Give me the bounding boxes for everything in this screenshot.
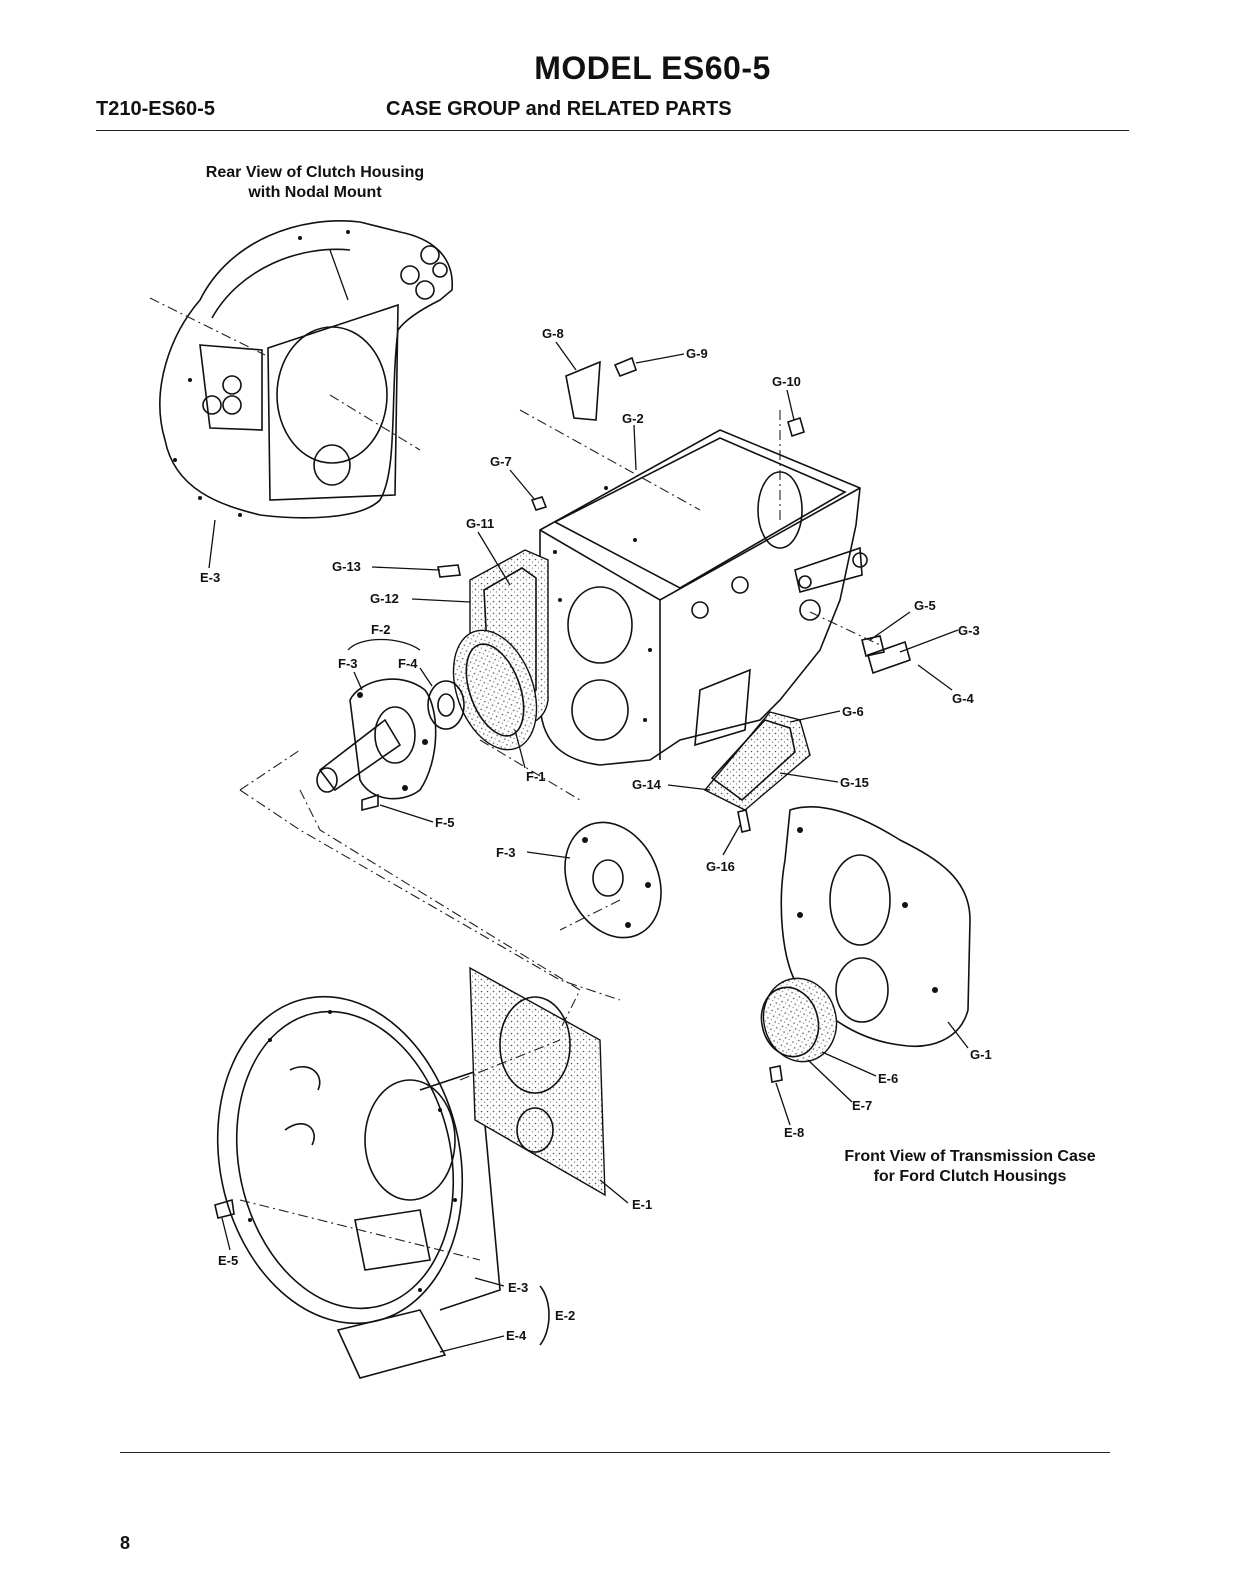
gasket-e1-drawing (469, 966, 606, 1197)
header-rule (96, 130, 1129, 131)
callout-f4: F-4 (398, 656, 418, 671)
callout-g2: G-2 (622, 411, 644, 426)
bolt-f5-drawing (361, 793, 379, 812)
bolt-e8-drawing (769, 1065, 783, 1083)
callout-g3: G-3 (958, 623, 980, 638)
callout-e8: E-8 (784, 1125, 804, 1140)
bearing-retainer-f3-lower-drawing (564, 821, 662, 939)
callout-e1: E-1 (632, 1197, 652, 1212)
callout-e3-lower: E-3 (508, 1280, 528, 1295)
callout-g9: G-9 (686, 346, 708, 361)
front-view-caption: Front View of Transmission Case for Ford… (820, 1147, 1120, 1187)
seal-f4-drawing (427, 680, 465, 730)
callout-g16: G-16 (706, 859, 735, 874)
assembly-lines (239, 739, 621, 1261)
rear-view-caption-line1: Rear View of Clutch Housing (205, 164, 425, 181)
callout-g14: G-14 (632, 777, 662, 792)
callout-e6: E-6 (878, 1071, 898, 1086)
rear-view-caption: Rear View of Clutch Housing with Nodal M… (170, 163, 460, 203)
callout-g5: G-5 (914, 598, 936, 613)
gasket-g15-drawing (703, 711, 811, 811)
model-title: MODEL ES60-5 (534, 50, 771, 86)
callout-g15: G-15 (840, 775, 869, 790)
bolt-g13-drawing (437, 564, 461, 578)
callout-e2: E-2 (555, 1308, 575, 1323)
front-view-caption-line1: Front View of Transmission Case (844, 1148, 1096, 1165)
bolt-g9-drawing (613, 356, 638, 378)
rear-view-caption-line2: with Nodal Mount (248, 184, 382, 201)
transmission-case-drawing (519, 409, 881, 766)
cover-g14-drawing (710, 719, 796, 802)
footer-rule (120, 1452, 1110, 1453)
bolt-g16-drawing (737, 809, 751, 833)
callout-f5: F-5 (435, 815, 455, 830)
doc-number: T210-ES60-5 (96, 98, 215, 120)
callout-g6: G-6 (842, 704, 864, 719)
callout-g7: G-7 (490, 454, 512, 469)
gasket-f1-drawing (452, 629, 538, 751)
callout-e4: E-4 (506, 1328, 527, 1343)
callout-labels: G-8 G-9 G-10 G-2 G-7 G-11 G-13 E-3 G-12 … (200, 326, 992, 1343)
plate-e4-drawing (336, 1309, 447, 1379)
plate-g8-drawing (565, 360, 601, 421)
bolt-e5-drawing (214, 1198, 235, 1219)
plate-g3-drawing (867, 640, 911, 675)
rear-clutch-housing-drawing (149, 220, 453, 519)
callout-f3-lower: F-3 (496, 845, 516, 860)
callout-e3-upper: E-3 (200, 570, 220, 585)
callout-f2: F-2 (371, 622, 391, 637)
callout-g11: G-11 (466, 516, 494, 531)
callout-g13: G-13 (332, 559, 361, 574)
callout-e7: E-7 (852, 1098, 872, 1113)
cover-e6-drawing (760, 977, 838, 1063)
callout-g1: G-1 (970, 1047, 992, 1062)
plug-g10-drawing (787, 416, 805, 438)
bearing-retainer-f3-drawing (316, 678, 437, 800)
section-title: CASE GROUP and RELATED PARTS (386, 98, 732, 120)
page-number: 8 (120, 1533, 131, 1553)
leader-lines (208, 341, 969, 1353)
front-view-caption-line2: for Ford Clutch Housings (873, 1168, 1067, 1185)
callout-g12: G-12 (370, 591, 399, 606)
bolt-g7-drawing (530, 496, 548, 511)
callout-f1: F-1 (526, 769, 546, 784)
callout-f3-upper: F-3 (338, 656, 358, 671)
front-case-g1-drawing (780, 806, 971, 1047)
callout-g4: G-4 (952, 691, 974, 706)
callout-g8: G-8 (542, 326, 564, 341)
lower-clutch-housing-drawing (216, 995, 501, 1325)
callout-g10: G-10 (772, 374, 801, 389)
callout-e5: E-5 (218, 1253, 238, 1268)
